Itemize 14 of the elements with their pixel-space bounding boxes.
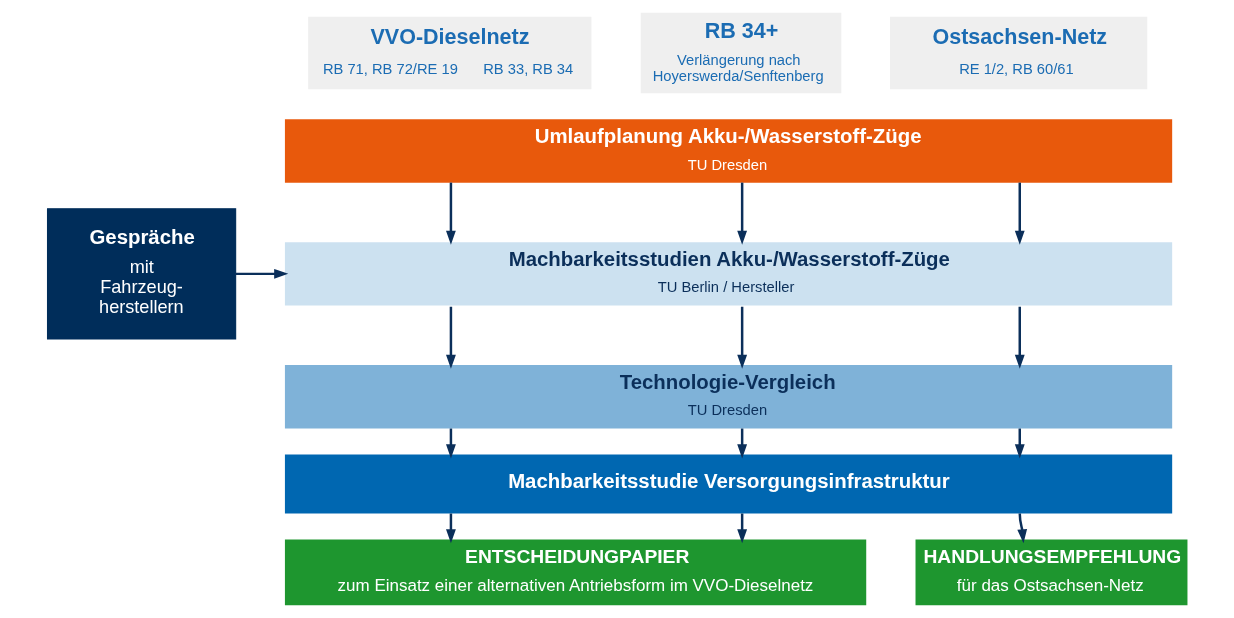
arrow (445, 306, 456, 369)
node-box: ENTSCHEIDUNGPAPIER zum Einsatz einer alternativen Antriebsform im VVO-Dieselnetz (284, 539, 866, 606)
node-box: Machbarkeitsstudie Versorgungsinfrastruktur (284, 454, 1172, 514)
node-box: Gespräche mit Fahrzeug- herstellern (46, 208, 236, 340)
node-box: Technologie-Vergleich TU Dresden (284, 365, 1172, 429)
arrow (736, 306, 747, 369)
arrow (1014, 182, 1025, 245)
arrow (736, 182, 747, 245)
arrow (445, 182, 456, 245)
node-box: Umlaufplanung Akku-/Wasserstoff-Züge TU Dresden (284, 119, 1172, 183)
arrow (235, 268, 288, 279)
arrow (1014, 306, 1025, 369)
node-box: Machbarkeitsstudien Akku-/Wasserstoff-Züge TU Berlin / Hersteller (284, 242, 1172, 306)
node-box: HANDLUNGSEMPFEHLUNG für das Ostsachsen-Netz (915, 539, 1187, 606)
